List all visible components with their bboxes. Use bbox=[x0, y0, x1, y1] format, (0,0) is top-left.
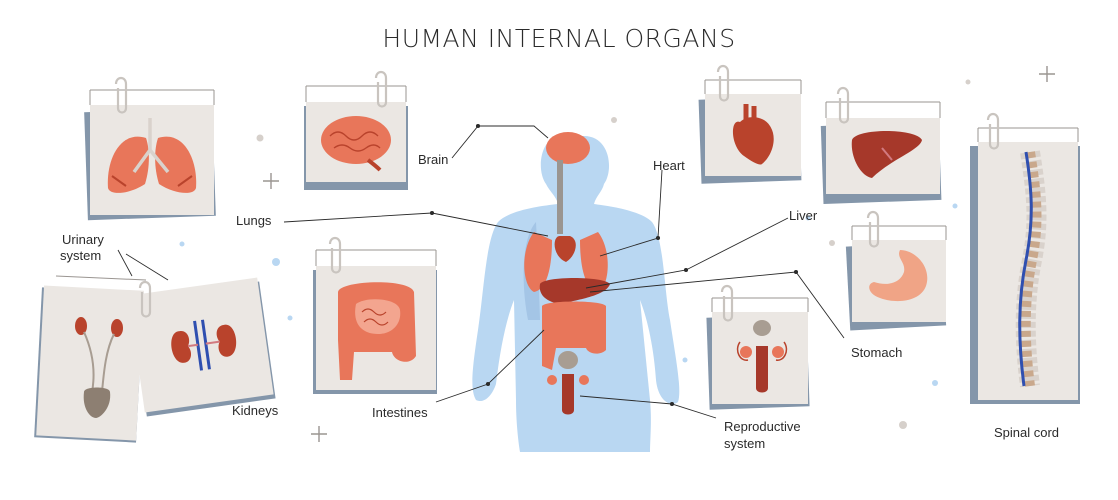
label-brain: Brain bbox=[418, 152, 449, 167]
label-heart: Heart bbox=[653, 158, 685, 173]
reproductive-system-icon bbox=[736, 320, 788, 393]
plus-icons bbox=[263, 66, 1055, 442]
spine-icon bbox=[1015, 150, 1047, 388]
reproductive-card bbox=[706, 284, 810, 410]
label-urinary-line2: system bbox=[60, 248, 102, 263]
leader-lines bbox=[117, 123, 845, 419]
intestines-icon bbox=[338, 282, 416, 380]
label-liver: Liver bbox=[789, 208, 818, 223]
human-body bbox=[472, 132, 680, 452]
heart-card bbox=[698, 64, 802, 184]
label-stomach: Stomach bbox=[851, 345, 903, 360]
heart-icon bbox=[732, 104, 774, 165]
lungs-card bbox=[84, 76, 216, 221]
urinary-card bbox=[34, 275, 147, 443]
intestines-card bbox=[313, 236, 437, 394]
label-lungs: Lungs bbox=[236, 213, 272, 228]
spine-card bbox=[970, 112, 1080, 404]
label-kidneys: Kidneys bbox=[232, 403, 279, 418]
label-spinal-cord: Spinal cord bbox=[994, 425, 1060, 440]
decorations bbox=[179, 79, 971, 429]
body-organs bbox=[524, 132, 610, 415]
liver-card bbox=[820, 86, 942, 204]
label-reproductive-line2: system bbox=[724, 436, 766, 451]
lungs-icon bbox=[107, 118, 197, 193]
label-urinary-line1: Urinary bbox=[62, 232, 104, 247]
page-title: HUMAN INTERNAL ORGANS bbox=[382, 24, 736, 53]
label-reproductive-line1: Reproductive bbox=[724, 419, 801, 434]
brain-icon bbox=[321, 116, 391, 172]
stomach-icon bbox=[869, 250, 928, 302]
kidneys-icon bbox=[171, 319, 237, 371]
liver-icon bbox=[851, 131, 922, 178]
label-intestines: Intestines bbox=[372, 405, 428, 420]
stomach-card bbox=[845, 210, 947, 331]
brain-card bbox=[304, 70, 408, 190]
urinary-system-icon bbox=[75, 317, 123, 418]
kidneys-card bbox=[128, 277, 276, 417]
